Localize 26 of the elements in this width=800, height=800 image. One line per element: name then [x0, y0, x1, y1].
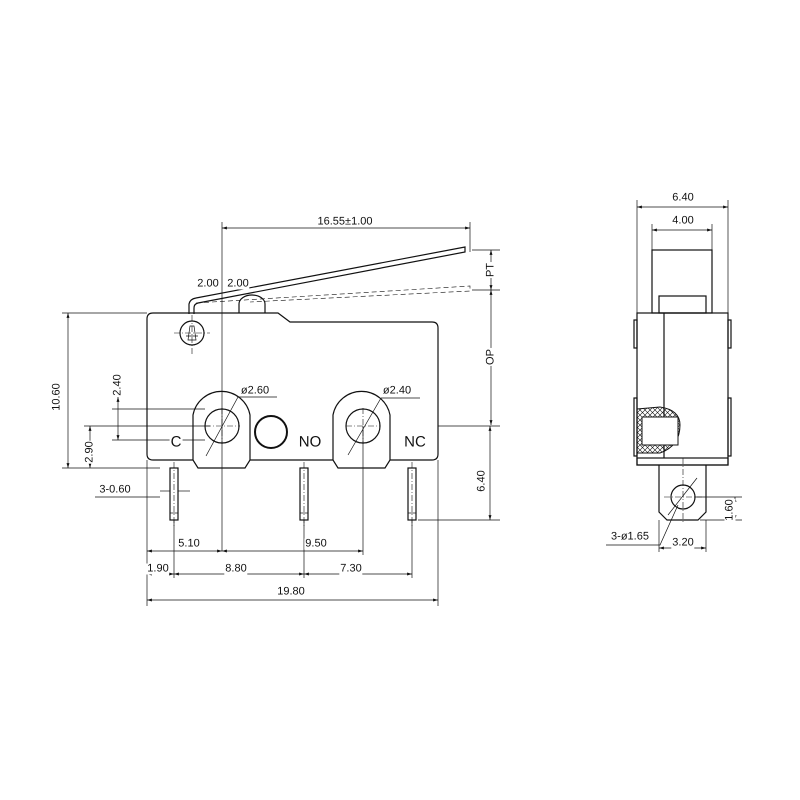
dimension-label: 8.80: [224, 564, 248, 574]
dimension-label: 16.55±1.00: [316, 216, 374, 228]
dimension-label: 2.90: [84, 440, 96, 464]
dimension-label: 1.60: [724, 498, 736, 522]
terminal-label: NC: [403, 434, 427, 450]
diameter-label: ø2.60: [240, 386, 270, 396]
dimension-label: 5.10: [177, 538, 201, 550]
dimension-label: 2.00: [226, 278, 250, 290]
dimension-label: 9.50: [304, 538, 328, 550]
dimension-label: PT: [486, 262, 496, 278]
dimension-label: 7.30: [339, 564, 363, 574]
terminal-label: C: [170, 434, 182, 450]
dimension-label: 2.40: [112, 373, 124, 397]
dimension-label: 3-0.60: [98, 484, 132, 496]
dimension-label: 4.00: [671, 216, 695, 226]
dimension-label: 6.40: [476, 469, 488, 493]
terminal-label: NO: [298, 434, 322, 450]
dimension-label: 10.60: [52, 382, 62, 412]
diameter-label: 3-ø1.65: [610, 532, 650, 542]
dimension-label: 3.20: [671, 538, 695, 548]
dimension-label: 2.00: [196, 278, 220, 290]
diameter-label: ø2.40: [382, 386, 412, 396]
dimension-label: 1.90: [146, 564, 170, 574]
dimension-label: 19.80: [276, 586, 306, 598]
dimension-label: 6.40: [671, 192, 695, 204]
dimension-label: OP: [486, 348, 496, 366]
